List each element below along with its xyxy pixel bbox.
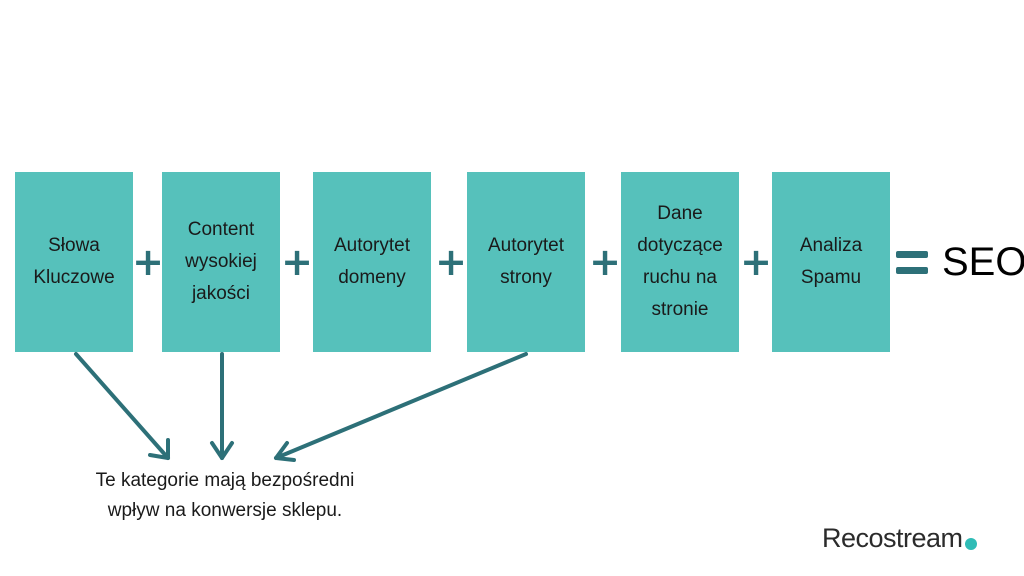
box-label: Autorytet domeny — [333, 235, 411, 288]
result-seo: SEO — [942, 239, 1024, 284]
arrow-from-content — [210, 352, 234, 460]
note-text: Te kategorie mają bezpośredni wpływ na k… — [95, 470, 355, 521]
recostream-logo: Recostream — [822, 520, 977, 556]
plus-operator-4: + — [589, 240, 621, 284]
box-label: Analiza Spamu — [799, 235, 863, 288]
box-label: Słowa Kluczowe — [33, 235, 115, 288]
box-dane-ruchu: Dane dotyczące ruchu na stronie — [621, 172, 739, 352]
logo-text: Recostream — [822, 522, 963, 553]
arrow-from-autorytet-strony — [274, 352, 528, 462]
plus-operator-3: + — [435, 240, 467, 284]
box-label: Autorytet strony — [487, 235, 565, 288]
box-analiza-spamu: Analiza Spamu — [772, 172, 890, 352]
arrow-from-slowa-kluczowe — [74, 352, 170, 460]
box-label: Content wysokiej jakości — [185, 219, 257, 304]
plus-operator-5: + — [740, 240, 772, 284]
box-slowa-kluczowe: Słowa Kluczowe — [15, 172, 133, 352]
equals-operator — [896, 248, 932, 278]
plus-operator-2: + — [281, 240, 313, 284]
plus-operator-1: + — [132, 240, 164, 284]
box-autorytet-domeny: Autorytet domeny — [313, 172, 431, 352]
box-content-wysokiej-jakosci: Content wysokiej jakości — [162, 172, 280, 352]
logo-dot-icon — [964, 538, 977, 550]
box-label: Dane dotyczące ruchu na stronie — [637, 203, 723, 320]
box-autorytet-strony: Autorytet strony — [467, 172, 585, 352]
